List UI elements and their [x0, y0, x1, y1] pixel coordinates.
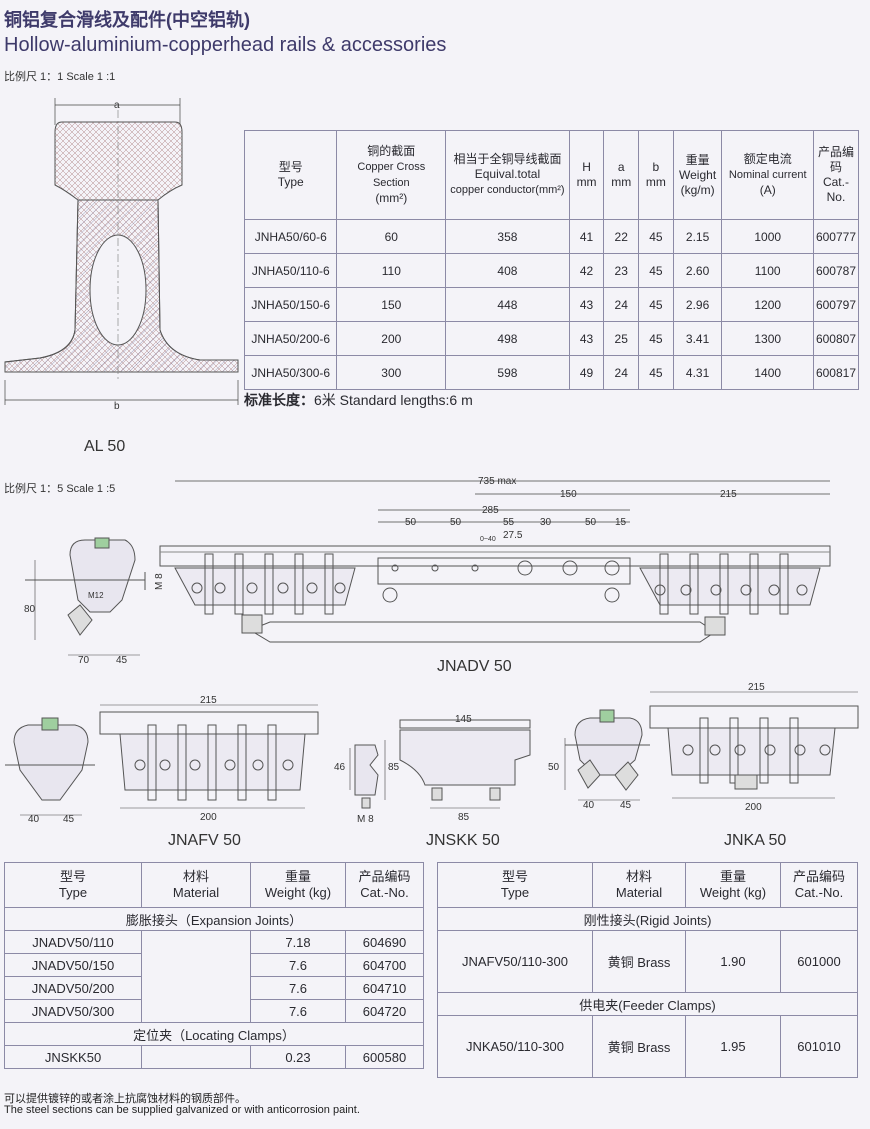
dim-285: 285 — [482, 505, 499, 516]
rail-cross-section-drawing: a b — [4, 98, 239, 412]
dim-80: 80 — [24, 604, 36, 615]
dim-0-40: 0~40 — [480, 536, 496, 543]
dim-s46: 46 — [334, 762, 346, 773]
dim-70: 70 — [78, 655, 90, 666]
section-rigid-joints: 刚性接头(Rigid Joints) — [437, 907, 858, 931]
dim-b: b — [114, 401, 120, 412]
dim-215: 215 — [720, 489, 737, 500]
footnote-en: The steel sections can be supplied galva… — [4, 1104, 360, 1116]
dim-k215: 215 — [748, 682, 765, 693]
dim-735: 735 max — [478, 476, 516, 487]
section-feeder-clamps: 供电夹(Feeder Clamps) — [437, 992, 858, 1016]
dim-s85: 85 — [458, 812, 470, 823]
dim-a: a — [114, 100, 120, 111]
dim-f45: 45 — [63, 814, 75, 825]
dim-30: 30 — [540, 517, 552, 528]
rigid-joint-drawing: 40 45 215 200 — [5, 695, 319, 825]
dim-k45: 45 — [620, 800, 632, 811]
dim-m8: M 8 — [154, 573, 165, 590]
dim-s145: 145 — [455, 714, 472, 725]
dim-15: 15 — [615, 517, 627, 528]
page-title-en: Hollow-aluminium-copperhead rails & acce… — [4, 34, 447, 56]
dim-50a: 50 — [405, 517, 417, 528]
feeder-clamp-drawing: 50 40 45 215 200 — [548, 682, 859, 813]
scale-label-1: 比例尺 1：1 Scale 1 :1 — [4, 71, 116, 83]
section-expansion-joints: 膨胀接头（Expansion Joints） — [4, 907, 424, 931]
dim-k50: 50 — [548, 762, 560, 773]
dim-27-5: 27.5 — [503, 530, 523, 541]
caption-jnka: JNKA 50 — [724, 832, 787, 849]
dim-s85b: 85 — [388, 762, 400, 773]
dim-50c: 50 — [585, 517, 597, 528]
caption-jnskk: JNSKK 50 — [426, 832, 500, 849]
page-title-cn: 铜铝复合滑线及配件(中空铝轨) — [4, 10, 250, 30]
footnote-cn: 可以提供镀锌的或者涂上抗腐蚀材料的钢质部件。 — [4, 1093, 246, 1105]
dim-45: 45 — [116, 655, 128, 666]
dim-f200: 200 — [200, 812, 217, 823]
dim-k40: 40 — [583, 800, 595, 811]
dim-f215: 215 — [200, 695, 217, 706]
caption-al50: AL 50 — [84, 438, 126, 455]
caption-jnadv: JNADV 50 — [437, 658, 512, 675]
scale-label-2: 比例尺 1：5 Scale 1 :5 — [4, 483, 116, 495]
caption-jnafv: JNAFV 50 — [168, 832, 241, 849]
expansion-joint-drawing: 735 max 150 215 285 50 50 55 30 50 15 27… — [24, 476, 831, 666]
locating-clamp-drawing: 145 85 46 85 M 8 — [334, 714, 531, 825]
dim-50b: 50 — [450, 517, 462, 528]
dim-m12: M12 — [88, 591, 104, 600]
dim-150: 150 — [560, 489, 577, 500]
section-locating-clamps: 定位夹（Locating Clamps） — [4, 1022, 424, 1046]
dim-f40: 40 — [28, 814, 40, 825]
standard-length: 标准长度：6米 Standard lengths:6 m — [244, 392, 473, 408]
dim-sm8: M 8 — [357, 814, 374, 825]
dim-k200: 200 — [745, 802, 762, 813]
dim-55: 55 — [503, 517, 515, 528]
